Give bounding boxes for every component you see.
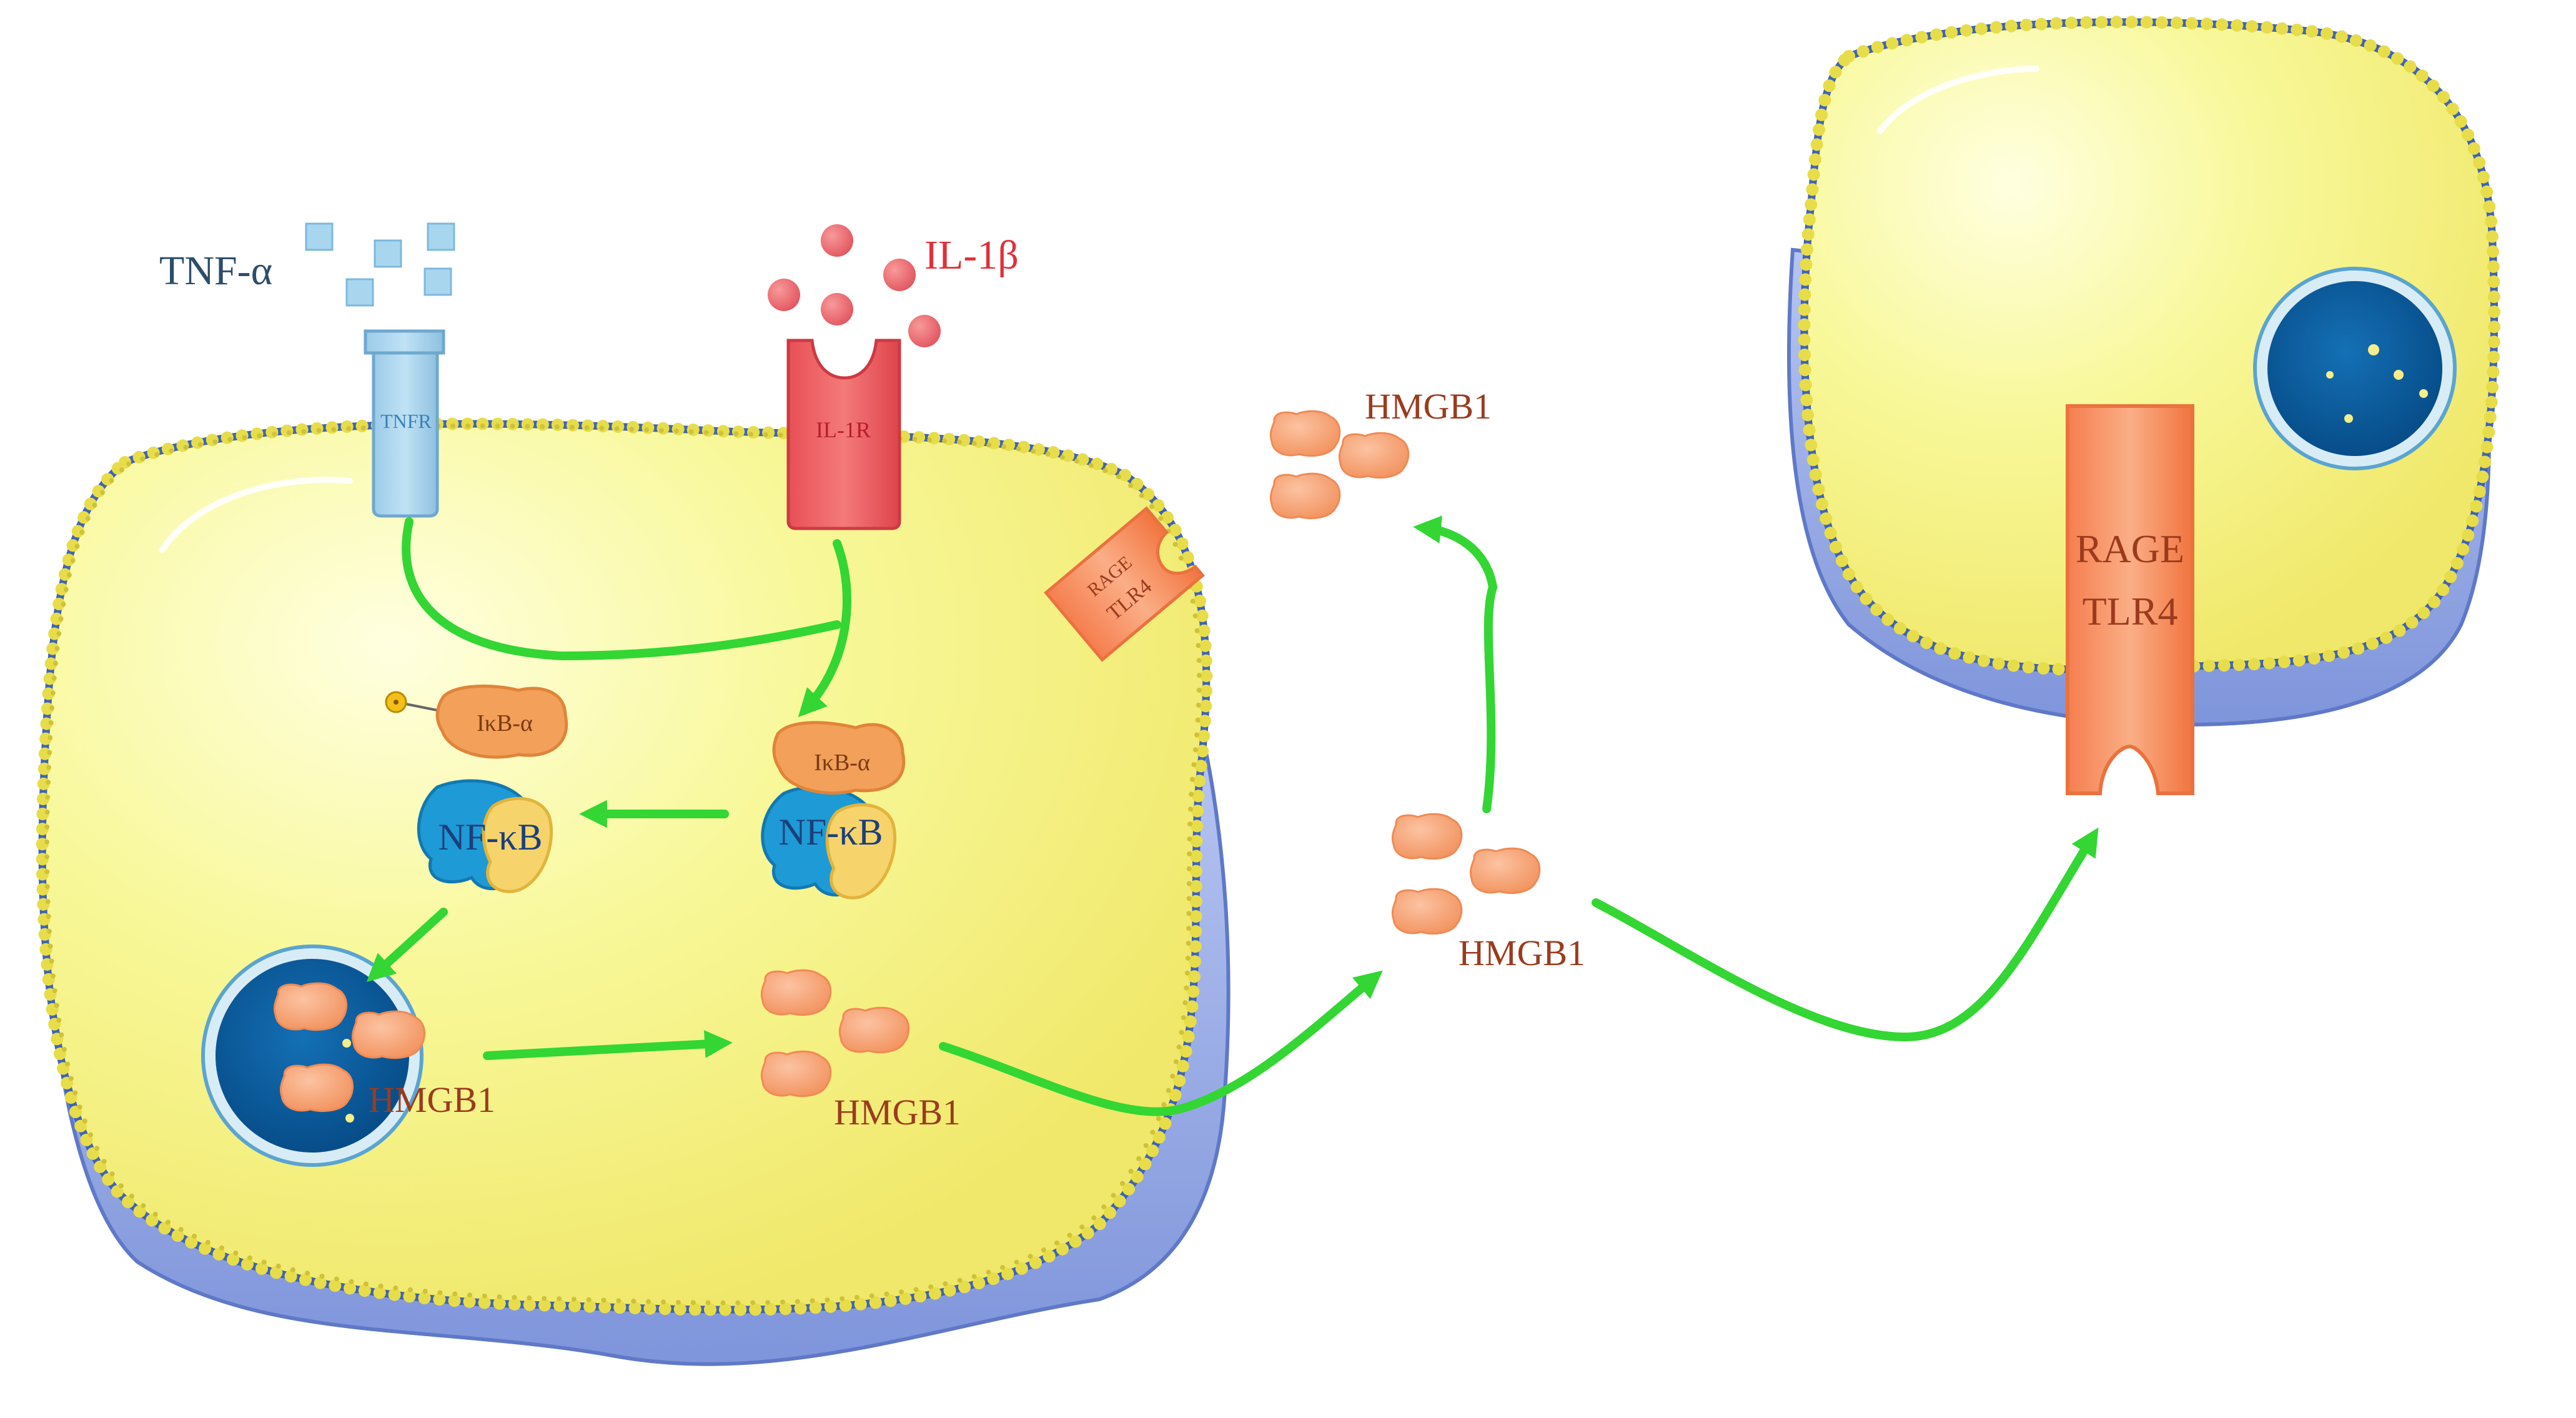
hmgb1-extracellular-cluster [1391, 813, 1541, 935]
arrow-extracellular-to-right-cell [1592, 827, 2099, 1042]
tnfr-label: TNFR [380, 410, 432, 432]
rage-large-label: RAGE [2076, 527, 2184, 571]
hmgb1-released-cluster [1269, 410, 1410, 520]
arrow-nucleus-to-cytoplasm [483, 1030, 733, 1060]
arrow-extracellular-to-released [1413, 515, 1498, 813]
il1r-receptor: IL-1R [786, 339, 901, 530]
nfkb-ikb-complex: IκB-α NF-κB [761, 721, 906, 900]
ikb-free-label: IκB-α [477, 710, 533, 736]
left-cell [36, 417, 1231, 1366]
nfkb-free-label: NF-κB [438, 816, 543, 858]
rage-tlr4-receptor-large: RAGE TLR4 [2066, 404, 2194, 795]
right-cell: RAGE TLR4 [1787, 16, 2501, 795]
tnf-alpha-label: TNF-α [159, 248, 272, 294]
phosphate-group [385, 691, 441, 713]
il1-beta-label: IL-1β [924, 232, 1019, 278]
arrow-cytoplasm-to-extracellular [939, 970, 1383, 1116]
right-cell-cytoplasm [1804, 22, 2495, 670]
nfkb-bound-label: NF-κB [779, 811, 883, 853]
right-nucleus [2253, 267, 2457, 470]
left-nucleus [201, 945, 424, 1167]
ikb-alpha-free: IκB-α [435, 684, 568, 759]
nfkb-free: NF-κB [417, 779, 553, 893]
right-cell-membrane-beads [1798, 16, 2501, 676]
left-cell-highlight [159, 477, 353, 553]
hmgb1-nucleus-label: HMGB1 [369, 1079, 495, 1120]
il1r-label: IL-1R [816, 417, 871, 442]
hmgb1-extracellular-label: HMGB1 [1459, 933, 1585, 973]
pathway-arrows [366, 515, 2099, 1116]
il1-beta-ligands [768, 224, 941, 347]
left-cell-cytoplasm [42, 424, 1207, 1310]
hmgb1-released-label: HMGB1 [1365, 386, 1492, 427]
arrow-tnfr-to-merge [402, 517, 841, 661]
ikb-bound-label: IκB-α [814, 750, 870, 776]
tlr4-large-label: TLR4 [2083, 589, 2178, 633]
right-cell-highlight [1877, 66, 2039, 134]
tnf-alpha-ligands [305, 222, 455, 307]
arrow-il1r-to-complex [798, 539, 851, 718]
arrow-nfkb-to-nucleus [366, 908, 448, 983]
rage-tlr4-receptor-small: RAGE TLR4 [1044, 506, 1205, 662]
tnfr-receptor: TNFR [364, 329, 445, 518]
hmgb1-cytoplasm-label: HMGB1 [834, 1092, 961, 1133]
